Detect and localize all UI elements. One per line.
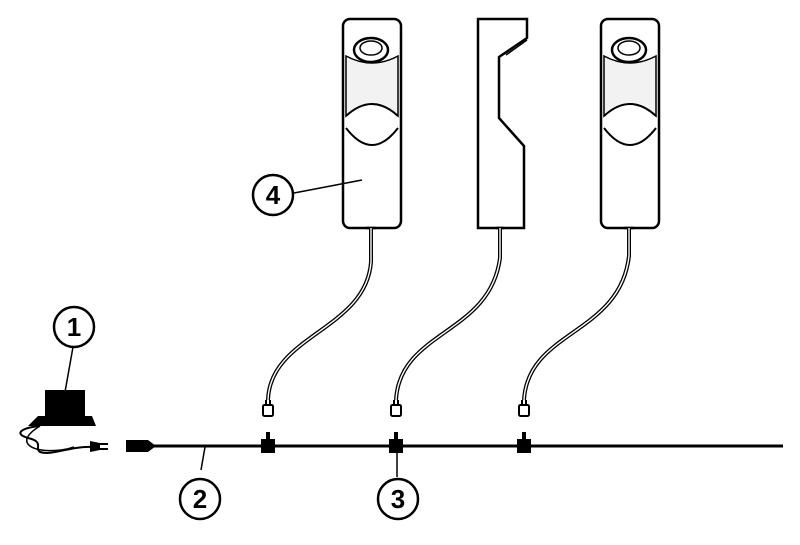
callout-1: 1	[52, 305, 96, 349]
t-connectors	[261, 432, 531, 453]
callout-2: 2	[178, 477, 222, 521]
callout-3: 3	[376, 477, 420, 521]
light-fixture-right	[599, 17, 661, 230]
callout-4-label: 4	[266, 180, 281, 210]
light-fixture-middle	[476, 17, 529, 230]
callout-leaders	[64, 179, 398, 477]
callout-4: 4	[251, 173, 295, 217]
lead-plugs	[262, 400, 530, 417]
callout-2-label: 2	[193, 484, 207, 514]
transformer	[19, 390, 108, 454]
callout-3-label: 3	[391, 484, 405, 514]
light-fixture-left	[341, 17, 403, 230]
fixture-lead-wires	[266, 228, 631, 401]
main-cable	[126, 440, 783, 452]
callout-1-label: 1	[67, 312, 81, 342]
